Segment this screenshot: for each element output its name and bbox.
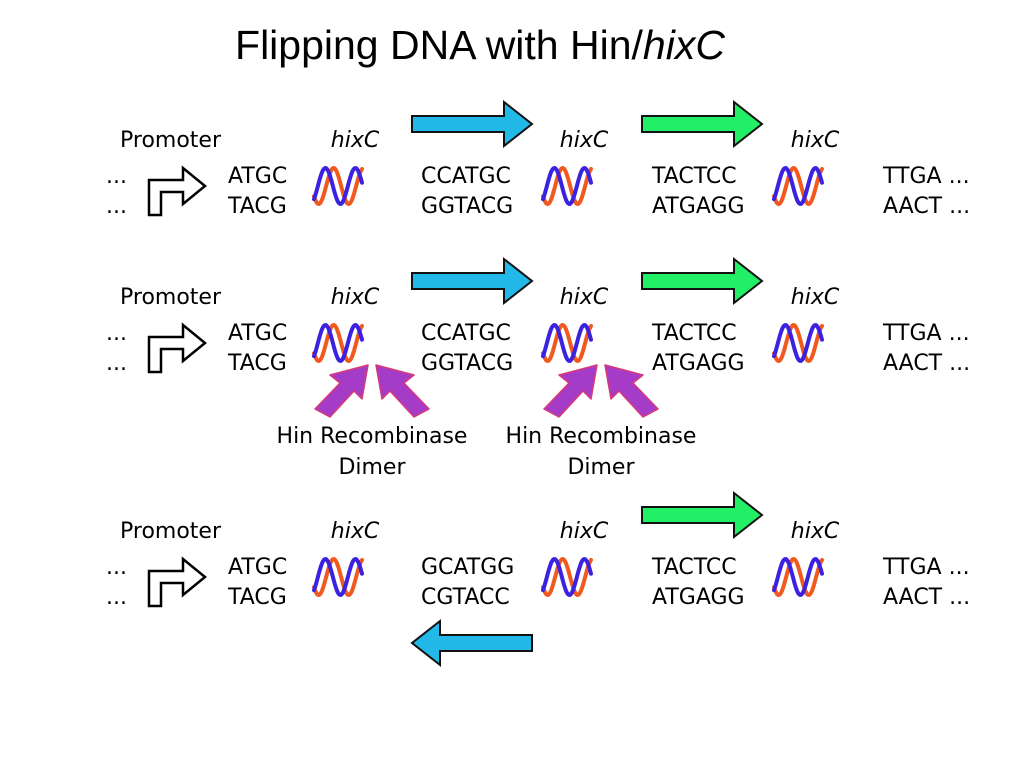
right-arrow-icon <box>411 99 534 149</box>
hixc-site-label: hixC <box>331 285 380 310</box>
hixc-helix-icon <box>772 166 824 206</box>
ellipsis-bottom: ... <box>106 194 127 219</box>
sequence-top-strand: TACTCC <box>651 164 737 189</box>
hixc-site-label: hixC <box>791 285 840 310</box>
recombinase-label: Hin Recombinase <box>506 424 697 449</box>
right-arrow-icon <box>641 99 764 149</box>
sequence-top-strand: GCATGG <box>421 555 514 580</box>
sequence-bottom-strand: GGTACG <box>421 194 513 219</box>
recombinase-label-dimer: Dimer <box>567 455 635 480</box>
hixc-site-label: hixC <box>791 128 840 153</box>
right-arrow-icon <box>411 256 534 306</box>
sequence-bottom-strand: GGTACG <box>421 351 513 376</box>
hixc-helix-icon <box>772 323 824 363</box>
promoter-arrow-icon <box>147 322 207 374</box>
ellipsis-bottom: ... <box>106 585 127 610</box>
hixc-site-label: hixC <box>331 128 380 153</box>
hixc-helix-icon <box>312 166 364 206</box>
promoter-arrow-icon <box>147 556 207 608</box>
recombinase-label: Hin Recombinase <box>277 424 468 449</box>
recombinase-label-dimer: Dimer <box>338 455 406 480</box>
promoter-label: Promoter <box>120 285 222 310</box>
hixc-site-label: hixC <box>331 519 380 544</box>
sequence-top-strand: TACTCC <box>651 555 737 580</box>
hixc-site-label: hixC <box>791 519 840 544</box>
page-title: Flipping DNA with Hin/hixC <box>0 22 960 69</box>
promoter-label: Promoter <box>120 128 222 153</box>
hixc-site-label: hixC <box>560 285 609 310</box>
promoter-arrow-icon <box>147 165 207 217</box>
right-arrow-icon <box>641 256 764 306</box>
hin-recombinase-dimer-icon <box>314 364 430 418</box>
ellipsis-bottom: ... <box>106 351 127 376</box>
hixc-site-label: hixC <box>560 519 609 544</box>
sequence-top-strand: CCATGC <box>421 164 511 189</box>
hixc-helix-icon <box>541 557 593 597</box>
sequence-bottom-strand: ATGAGG <box>652 351 745 376</box>
sequence-top-strand: TTGA ... <box>882 321 970 346</box>
construct-row-3: Promoter...... ATGC TACG GCATGG CGTACC TACTCC… <box>106 490 970 668</box>
hixc-helix-icon <box>541 166 593 206</box>
sequence-bottom-strand: TACG <box>227 585 287 610</box>
hixc-helix-icon <box>541 323 593 363</box>
sequence-bottom-strand: AACT ... <box>883 585 970 610</box>
sequence-bottom-strand: TACG <box>227 351 287 376</box>
hixc-helix-icon <box>312 557 364 597</box>
left-arrow-icon <box>410 618 533 668</box>
ellipsis-top: ... <box>106 321 127 346</box>
hixc-helix-icon <box>772 557 824 597</box>
hixc-helix-icon <box>312 323 364 363</box>
sequence-bottom-strand: AACT ... <box>883 351 970 376</box>
title-italic: hixC <box>642 22 725 68</box>
hin-recombinase-dimer-icon <box>543 364 659 418</box>
sequence-top-strand: TTGA ... <box>882 164 970 189</box>
title-main: Flipping DNA with Hin/ <box>235 22 643 68</box>
right-arrow-icon <box>641 490 764 540</box>
ellipsis-top: ... <box>106 555 127 580</box>
sequence-top-strand: ATGC <box>228 164 287 189</box>
sequence-top-strand: TACTCC <box>651 321 737 346</box>
sequence-top-strand: ATGC <box>228 555 287 580</box>
sequence-bottom-strand: ATGAGG <box>652 194 745 219</box>
sequence-bottom-strand: CGTACC <box>421 585 510 610</box>
promoter-label: Promoter <box>120 519 222 544</box>
construct-row-1: Promoter...... ATGC TACG CCATGC GGTACG TACTCC… <box>106 99 970 219</box>
sequence-top-strand: TTGA ... <box>882 555 970 580</box>
sequence-top-strand: ATGC <box>228 321 287 346</box>
sequence-bottom-strand: ATGAGG <box>652 585 745 610</box>
construct-row-2: Promoter...... ATGC TACG CCATGC GGTACG TACTCC… <box>106 256 970 480</box>
hixc-site-label: hixC <box>560 128 609 153</box>
sequence-top-strand: CCATGC <box>421 321 511 346</box>
ellipsis-top: ... <box>106 164 127 189</box>
sequence-bottom-strand: TACG <box>227 194 287 219</box>
sequence-bottom-strand: AACT ... <box>883 194 970 219</box>
